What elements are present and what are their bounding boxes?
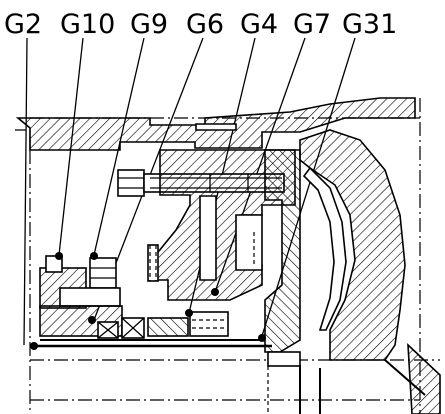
label-g7: G7 [293,9,331,40]
left-seal-stack [39,255,229,339]
dot-g2 [30,342,38,350]
housing-edge-line [15,129,31,150]
part-labels: G2 G10 G9 G6 G4 G7 G31 [4,9,397,40]
label-g2: G2 [4,9,42,40]
gland-slot [199,195,217,281]
label-g10: G10 [60,9,115,40]
gland-recess [235,214,263,271]
housing-groove [195,123,237,131]
seal-base [39,305,123,337]
bolt-head [117,169,145,197]
pin [147,244,159,282]
dot-g7 [211,288,219,296]
sleeve-g4 [189,311,229,337]
impeller-ring [267,351,301,367]
impeller-passage [302,166,347,331]
dot-g4 [185,309,193,317]
label-g9: G9 [130,9,168,40]
dot-g10 [55,252,63,260]
spacer-sleeve [147,317,189,337]
leader-g31 [261,37,356,337]
impeller-hub [264,149,301,353]
dot-g9 [90,252,98,260]
leader-g2 [23,37,28,346]
gland-body [149,149,296,301]
label-g4: G4 [240,9,278,40]
dot-g31 [258,334,266,342]
gland-section [149,149,296,301]
boundary-lines [29,98,421,414]
pin-body [147,244,159,282]
label-g6: G6 [186,9,224,40]
impeller [264,129,441,414]
impeller-lower-lip [407,343,441,414]
reference-dots [30,252,266,350]
nut-g9 [89,257,117,289]
dot-g6 [88,316,96,324]
impeller-section [299,129,406,361]
label-g31: G31 [342,9,397,40]
screw-g10 [45,255,63,273]
washer [59,287,121,307]
